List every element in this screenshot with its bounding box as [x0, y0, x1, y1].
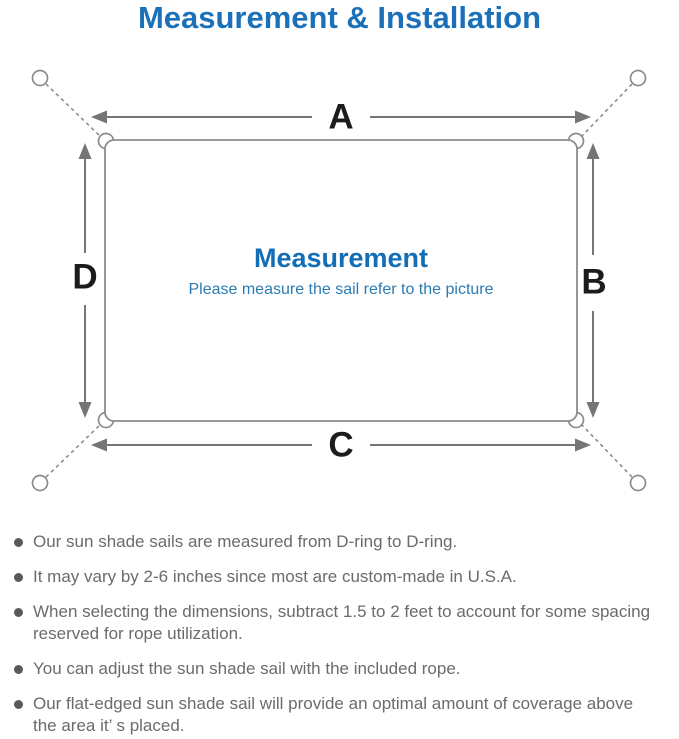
- measurement-instruction: Please measure the sail refer to the pic…: [188, 280, 494, 298]
- dimension-label-a: A: [328, 97, 354, 137]
- rope-line: [45, 423, 102, 478]
- sail-outline: [104, 139, 578, 422]
- sail-measurement-diagram: A B C D Measurement Please measure the s…: [0, 55, 679, 520]
- arrowhead-up-icon: [586, 143, 600, 159]
- list-item: Our sun shade sails are measured from D-…: [12, 531, 679, 553]
- list-item-text: You can adjust the sun shade sail with t…: [33, 659, 461, 678]
- arrowhead-down-icon: [586, 402, 600, 418]
- dimension-label-d: D: [72, 257, 98, 297]
- rope-line: [580, 83, 633, 138]
- instruction-list: Our sun shade sails are measured from D-…: [12, 525, 679, 739]
- list-item: You can adjust the sun shade sail with t…: [12, 658, 679, 680]
- bullet-dot-icon: [14, 573, 23, 582]
- list-item-text: When selecting the dimensions, subtract …: [33, 602, 651, 643]
- list-item-text: Our flat-edged sun shade sail will provi…: [33, 694, 634, 735]
- page-title: Measurement & Installation: [137, 0, 542, 35]
- arrowhead-right-icon: [575, 438, 591, 452]
- list-item: It may vary by 2-6 inches since most are…: [12, 566, 679, 588]
- rope-line: [45, 83, 102, 138]
- bullet-dot-icon: [14, 665, 23, 674]
- bullet-dot-icon: [14, 700, 23, 709]
- arrowhead-left-icon: [91, 438, 107, 452]
- arrowhead-down-icon: [78, 402, 92, 418]
- anchor-ring-icon: [31, 69, 49, 87]
- arrowhead-left-icon: [91, 110, 107, 124]
- anchor-ring-icon: [629, 69, 647, 87]
- arrowhead-right-icon: [575, 110, 591, 124]
- sail-diagram-graphic: [31, 69, 647, 492]
- dimension-label-c: C: [328, 425, 354, 465]
- list-item-text: Our sun shade sails are measured from D-…: [33, 532, 458, 551]
- measurement-note-block: Measurement Please measure the sail refe…: [105, 243, 577, 298]
- anchor-ring-icon: [629, 474, 647, 492]
- list-item-text: It may vary by 2-6 inches since most are…: [33, 567, 517, 586]
- anchor-ring-icon: [31, 474, 49, 492]
- list-item: When selecting the dimensions, subtract …: [12, 601, 679, 645]
- bullet-dot-icon: [14, 538, 23, 547]
- dimension-label-b: B: [581, 262, 607, 302]
- rope-line: [580, 423, 633, 478]
- list-item: Our flat-edged sun shade sail will provi…: [12, 693, 679, 737]
- measurement-heading: Measurement: [253, 243, 429, 273]
- arrowhead-up-icon: [78, 143, 92, 159]
- bullet-dot-icon: [14, 608, 23, 617]
